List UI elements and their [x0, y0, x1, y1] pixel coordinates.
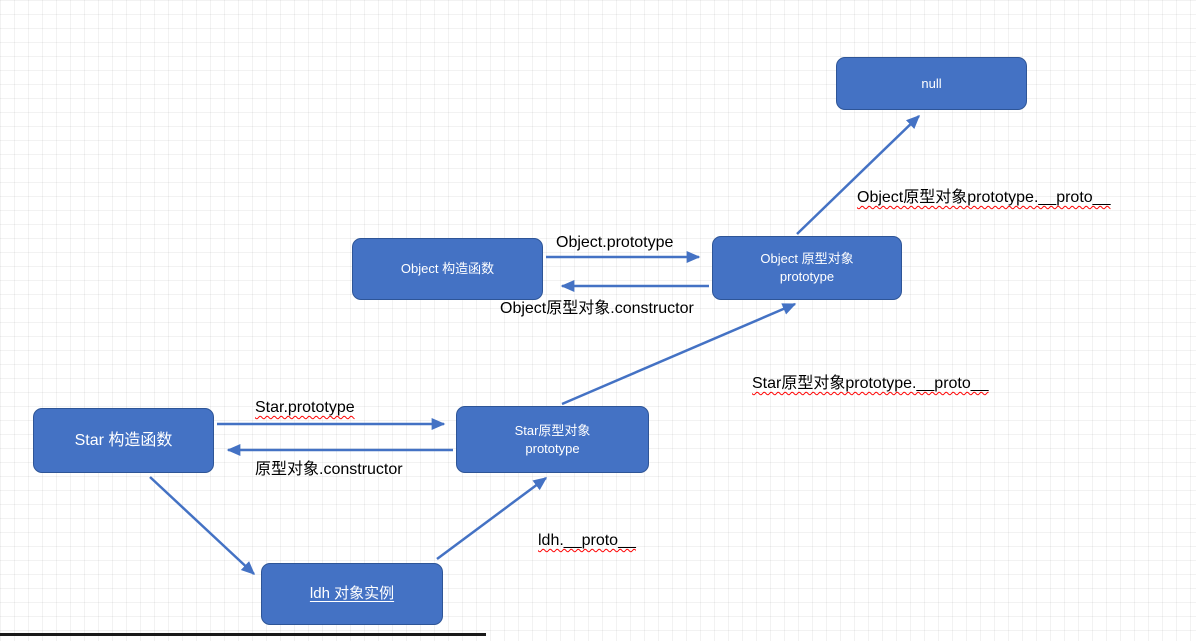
node-star-constructor: Star 构造函数: [33, 408, 214, 473]
label-ldh-proto: ldh.__proto__: [538, 532, 636, 549]
node-star-prototype: Star原型对象 prototype: [456, 406, 649, 473]
label-object-constructor: Object原型对象.constructor: [500, 300, 694, 317]
label-object-prototype: Object.prototype: [556, 234, 674, 251]
edge-objectproto-to-null-arrow: [796, 115, 920, 235]
node-object-constructor: Object 构造函数: [352, 238, 543, 300]
node-star-constructor-label: Star 构造函数: [74, 431, 173, 449]
node-null-label: null: [921, 75, 942, 91]
node-object-prototype-line2: prototype: [779, 269, 835, 284]
label-star-constructor: 原型对象.constructor: [255, 461, 403, 478]
node-ldh-instance: ldh 对象实例: [261, 563, 443, 625]
label-star-proto: Star原型对象prototype.__proto__: [752, 375, 989, 392]
label-object-proto: Object原型对象prototype.__proto__: [857, 189, 1111, 206]
bottom-border-line: [0, 633, 486, 636]
node-ldh-instance-label: ldh 对象实例: [309, 584, 395, 602]
node-object-constructor-label: Object 构造函数: [400, 261, 495, 277]
edge-instance-to-starproto-arrow: [436, 476, 548, 561]
node-star-prototype-line1: Star原型对象: [514, 422, 591, 438]
node-null: null: [836, 57, 1027, 110]
node-object-prototype-line1: Object 原型对象: [760, 251, 854, 267]
node-object-prototype: Object 原型对象 prototype: [712, 236, 902, 300]
node-star-prototype-line2: prototype: [525, 440, 580, 456]
label-star-prototype: Star.prototype: [255, 399, 355, 416]
edge-starctor-to-instance-arrow: [149, 476, 256, 575]
